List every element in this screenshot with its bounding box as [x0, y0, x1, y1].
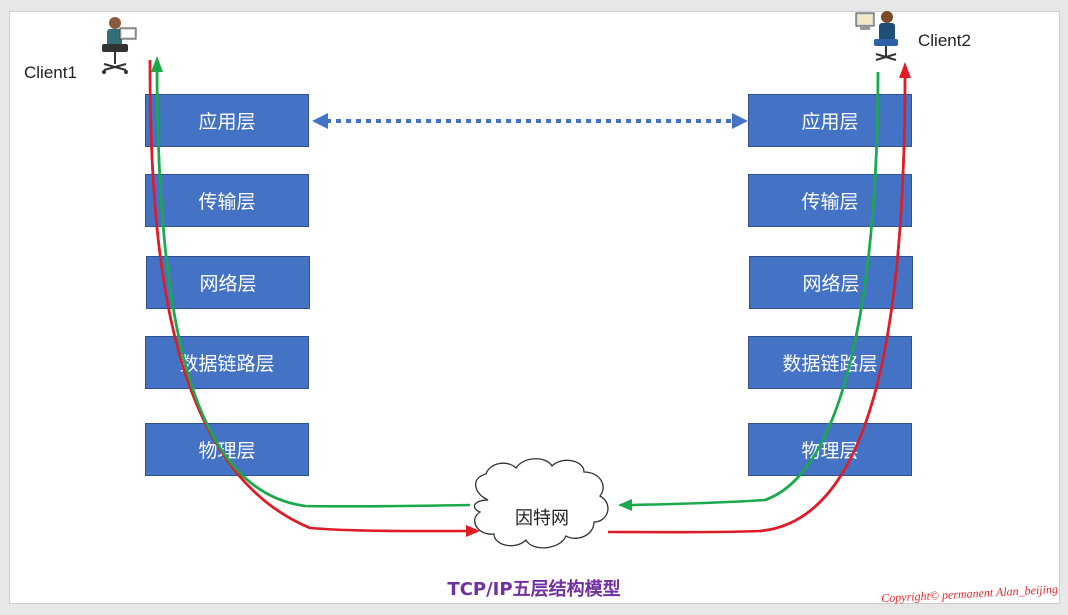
left-datalink-layer: 数据链路层	[145, 336, 309, 389]
left-transport-layer: 传输层	[145, 174, 309, 227]
diagram-caption: TCP/IP五层结构模型	[447, 579, 621, 600]
internet-label: 因特网	[515, 508, 569, 529]
left-network-layer: 网络层	[146, 256, 310, 309]
peer-communication-arrow	[312, 113, 748, 129]
internet-cloud-shape	[473, 458, 609, 549]
client2-label: Client2	[918, 31, 971, 50]
client1-label: Client1	[24, 63, 77, 82]
left-application-layer: 应用层	[145, 94, 309, 147]
client2-person-icon	[855, 11, 898, 61]
right-network-layer: 网络层	[749, 256, 913, 309]
client1-person-icon	[102, 17, 137, 74]
right-transport-layer: 传输层	[748, 174, 912, 227]
right-application-layer: 应用层	[748, 94, 912, 147]
right-datalink-layer: 数据链路层	[748, 336, 912, 389]
left-physical-layer: 物理层	[145, 423, 309, 476]
right-physical-layer: 物理层	[748, 423, 912, 476]
